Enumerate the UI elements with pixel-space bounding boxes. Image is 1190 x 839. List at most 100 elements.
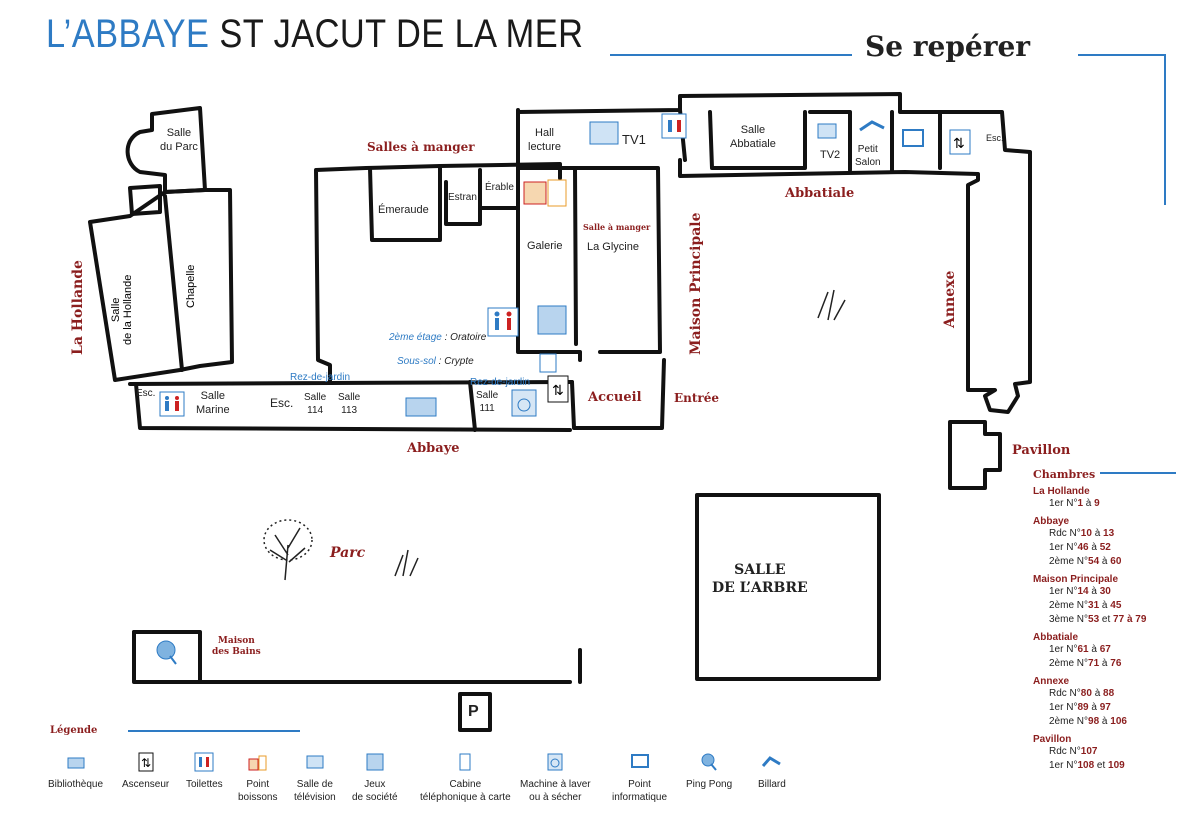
toilets-icon	[194, 752, 214, 772]
stairs-label-marine: Esc.	[270, 396, 294, 410]
room-salle-marine: Salle Marine	[196, 390, 230, 416]
computer-icon	[630, 754, 649, 768]
legend-label: Billard	[758, 779, 786, 790]
billiard-icon	[761, 756, 781, 767]
legend-label: Point boissons	[238, 779, 278, 803]
zone-la-hollande: La Hollande	[70, 260, 86, 355]
zone-salle-a-manger: Salle à manger	[583, 222, 651, 232]
chambres-row: 2ème N°98 à 106	[1049, 716, 1127, 727]
zone-annexe: Annexe	[942, 270, 958, 328]
chambres-row: 2ème N°71 à 76	[1049, 658, 1122, 669]
room-petit-salon: Petit Salon	[855, 144, 881, 168]
chambres-group-title: Abbatiale	[1033, 632, 1079, 643]
tree-icon	[269, 527, 306, 581]
room-estran: Estran	[448, 192, 477, 203]
grass-icon	[394, 549, 419, 577]
room-salle-abbatiale: Salle Abbatiale	[730, 124, 776, 150]
chambres-row: 2ème N°31 à 45	[1049, 600, 1122, 611]
zone-parc: Parc	[330, 545, 366, 561]
chambres-row: 1er N°89 à 97	[1049, 702, 1111, 713]
room-salle-du-parc: Salle du Parc	[160, 127, 198, 153]
legend-label: Jeux de société	[352, 779, 398, 803]
legend-item: Machine à laver ou à sécher	[520, 752, 591, 804]
legend-item: Jeux de société	[352, 752, 398, 804]
legend-item: Ping Pong	[686, 752, 732, 791]
legend-label: Ascenseur	[122, 779, 170, 790]
legend-item: Toilettes	[186, 752, 223, 791]
room-tv2: TV2	[820, 149, 841, 161]
header-rule-right	[1078, 54, 1166, 205]
legend-label: Machine à laver ou à sécher	[520, 779, 591, 803]
chambres-group-title: Annexe	[1033, 676, 1070, 687]
elevator-icon: ⇅	[138, 752, 154, 772]
room-salle-113: Salle 113	[338, 392, 361, 416]
legend-item: Bibliothèque	[48, 752, 103, 791]
zone-abbatiale: Abbatiale	[785, 186, 855, 201]
rez-de-jardin-label: Rez-de-jardin	[290, 372, 351, 383]
chambres-row: Rdc N°80 à 88	[1049, 688, 1115, 699]
stairs-label-annexe: Esc.	[986, 133, 1004, 143]
books-icon	[67, 757, 85, 769]
chambres-row: Rdc N°10 à 13	[1049, 528, 1115, 539]
chambres-row: Rdc N°107	[1049, 746, 1098, 757]
zone-accueil: Accueil	[588, 390, 642, 405]
legend-label: Toilettes	[186, 779, 223, 790]
room-emeraude: Émeraude	[378, 204, 429, 216]
chambres-row: 1er N°61 à 67	[1049, 644, 1111, 655]
legend-item: ⇅ Ascenseur	[122, 752, 169, 791]
legend-label: Bibliothèque	[48, 779, 104, 790]
rez-de-jardin-label-2: Rez-de-jardin	[470, 377, 531, 388]
chambres-group-title: Pavillon	[1033, 734, 1072, 745]
chambres-row: 3ème N°53 et 77 à 79	[1049, 614, 1147, 625]
zone-maison-principale: Maison Principale	[688, 212, 704, 356]
legend-heading: Légende	[50, 725, 98, 736]
games-icon	[366, 753, 384, 771]
room-chapelle: Chapelle	[185, 264, 197, 308]
stairs-label-abbaye: Esc.	[136, 388, 156, 399]
chambres-row: 1er N°14 à 30	[1049, 586, 1111, 597]
washer-icon	[547, 753, 563, 771]
chambres-group-title: Maison Principale	[1033, 574, 1119, 585]
chambres-heading: Chambres	[1033, 468, 1096, 481]
svg-text:⇅: ⇅	[141, 756, 151, 770]
room-tv1: TV1	[622, 132, 646, 147]
salle-de-l-arbre: SALLE DE L’ARBRE	[712, 562, 808, 596]
legend-label: Salle de télévision	[294, 779, 336, 803]
legend-label: Point informatique	[612, 779, 668, 803]
zone-pavillon: Pavillon	[1012, 443, 1071, 458]
crypte-note: Sous-sol : Crypte	[397, 356, 474, 367]
oratoire-note: 2ème étage : Oratoire	[389, 332, 487, 343]
room-la-glycine: La Glycine	[587, 241, 639, 253]
room-galerie: Galerie	[527, 240, 563, 252]
legend-label: Ping Pong	[686, 779, 733, 790]
room-hall-lecture: Hall lecture	[528, 127, 562, 153]
legend-item: Cabine téléphonique à carte	[420, 752, 511, 804]
zone-abbaye: Abbaye	[407, 441, 460, 456]
chambres-row: 2ème N°54 à 60	[1049, 556, 1122, 567]
page-title: L’ABBAYE ST JACUT DE LA MER	[46, 12, 584, 56]
page-subtitle: Se repérer	[865, 30, 1031, 63]
room-salle-hollande: Salle de la Hollande	[110, 274, 134, 345]
legend-item: Point boissons	[238, 752, 277, 804]
legend-label: Cabine téléphonique à carte	[420, 779, 511, 803]
tv-icon	[306, 755, 324, 769]
chambres-row: 1er N°108 et 109	[1049, 760, 1125, 771]
room-salle-114: Salle 114	[304, 392, 327, 416]
zone-salles-a-manger: Salles à manger	[367, 140, 475, 154]
pingpong-icon	[701, 753, 717, 771]
legend-item: Billard	[758, 752, 786, 791]
drinks-icon	[248, 755, 267, 771]
zone-entree: Entrée	[674, 391, 720, 405]
grass-icon-2	[817, 289, 846, 321]
chambres-row: 1er N°1 à 9	[1049, 498, 1100, 509]
chambres-row: 1er N°46 à 52	[1049, 542, 1111, 553]
parking-sign: P	[468, 703, 479, 720]
room-erable: Érable	[485, 182, 514, 193]
legend-item: Salle de télévision	[294, 752, 336, 804]
chambres-group-title: La Hollande	[1033, 486, 1090, 497]
chambres-group-title: Abbaye	[1033, 516, 1070, 527]
zone-maison-des-bains: Maison des Bains	[212, 636, 261, 658]
room-salle-111: Salle 111	[476, 390, 499, 414]
